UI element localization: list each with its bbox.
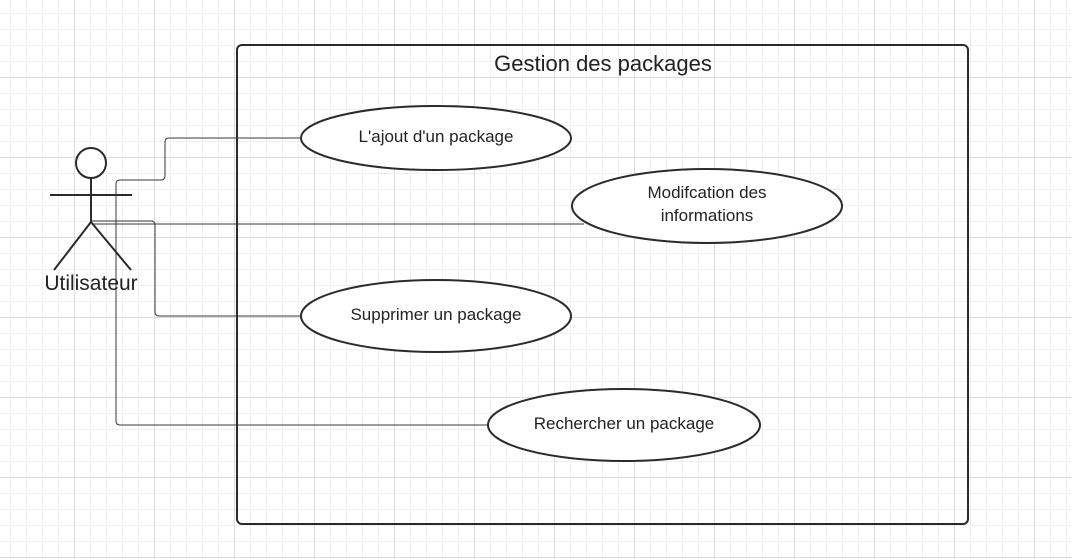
connector-ajout <box>115 137 301 222</box>
system-title: Gestion des packages <box>494 51 712 76</box>
use-case-rechercher-ellipse <box>487 388 761 462</box>
use-case-ajout-ellipse <box>300 105 572 171</box>
use-case-modification[interactable]: Modifcation des informations <box>571 168 843 244</box>
use-case-supprimer[interactable]: Supprimer un package <box>300 279 572 353</box>
actor-leg-right <box>90 221 132 271</box>
system-boundary <box>236 44 969 525</box>
use-case-modification-ellipse <box>571 168 843 244</box>
actor-name: Utilisateur <box>44 272 137 295</box>
connectors <box>92 137 584 426</box>
connector-rechercher <box>115 222 488 426</box>
actor-head <box>75 147 107 179</box>
use-case-rechercher-label: Rechercher un package <box>534 414 715 433</box>
use-case-ajout-label: L'ajout d'un package <box>359 127 514 146</box>
use-case-modification-label-line2: informations <box>661 206 754 225</box>
actor-leg-left <box>53 221 92 271</box>
actor-figure <box>50 147 132 271</box>
use-case-rechercher[interactable]: Rechercher un package <box>487 388 761 462</box>
connector-supprimer <box>92 220 301 317</box>
use-case-ajout[interactable]: L'ajout d'un package <box>300 105 572 171</box>
use-case-supprimer-ellipse <box>300 279 572 353</box>
use-case-supprimer-label: Supprimer un package <box>350 305 521 324</box>
use-case-modification-label-line1: Modifcation des <box>647 183 766 202</box>
